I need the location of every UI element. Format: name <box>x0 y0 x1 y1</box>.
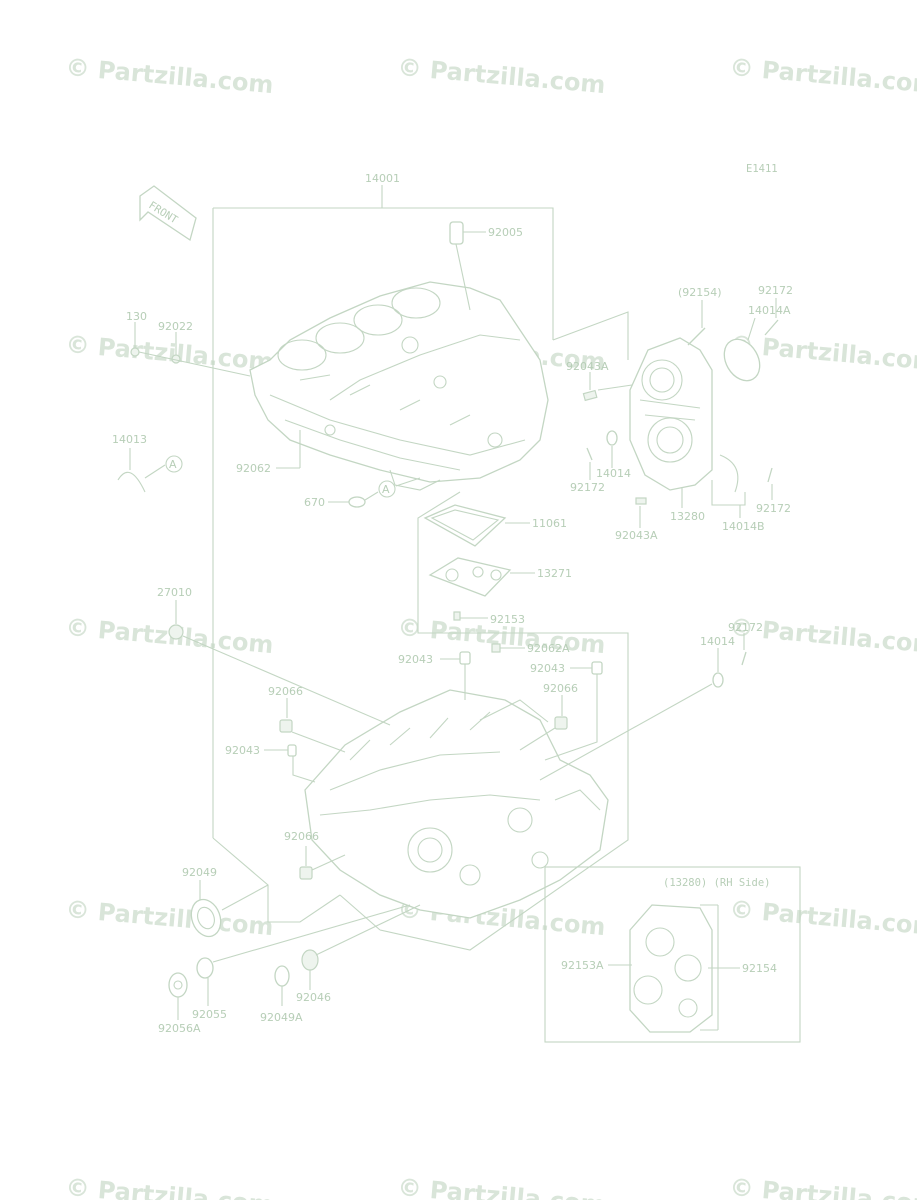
label-14001: 14001 <box>365 172 400 185</box>
label-27010: 27010 <box>157 586 192 599</box>
label-92066-c: 92066 <box>284 830 319 843</box>
ref-marker-a: A <box>169 458 177 471</box>
watermark: © Partzilla.com <box>728 895 917 941</box>
label-13271: 13271 <box>537 567 572 580</box>
label-14013: 14013 <box>112 433 147 446</box>
parts-lower-dowels: 92043 92062A 92043 92066 92066 92043 920… <box>225 642 603 880</box>
label-92154: 92154 <box>742 962 777 975</box>
label-92154-ref: (92154) <box>678 286 722 299</box>
lower-crankcase <box>304 689 609 919</box>
parts-cover-left: 92043A 14014 92172 92043A <box>566 360 658 542</box>
label-14014a: 14014A <box>748 304 791 317</box>
label-92153a: 92153A <box>561 959 604 972</box>
side-cover-13280: 13280 <box>629 337 713 523</box>
label-11061: 11061 <box>532 517 567 530</box>
front-arrow-icon: FRONT <box>139 185 197 242</box>
label-92062a: 92062A <box>527 642 570 655</box>
label-14014-c: 14014 <box>700 635 735 648</box>
label-92056a: 92056A <box>158 1022 201 1035</box>
label-92049a: 92049A <box>260 1011 303 1024</box>
label-92172-c: 92172 <box>756 502 791 515</box>
parts-bottom-left: 92049 92055 92056A 92049A 92046 <box>158 866 421 1035</box>
upper-crankcase <box>249 281 549 491</box>
part-92005: 92005 <box>449 221 523 311</box>
label-92022: 92022 <box>158 320 193 333</box>
watermark: © Partzilla.com <box>64 330 274 376</box>
parts-92062-670: 92062 670 A <box>236 430 421 509</box>
label-92172-d: 92172 <box>728 621 763 634</box>
parts-11061-13271-92153: 11061 13271 92153 <box>423 504 572 626</box>
watermark: © Partzilla.com <box>64 1173 274 1200</box>
label-92066-a: 92066 <box>268 685 303 698</box>
parts-14014b: 14014B 92172 <box>711 454 791 533</box>
label-92046: 92046 <box>296 991 331 1004</box>
label-14014: 14014 <box>596 467 631 480</box>
label-92153: 92153 <box>490 613 525 626</box>
inset-title: (13280) (RH Side) <box>663 877 770 889</box>
diagram-code: E1411 <box>746 163 778 175</box>
watermark: © Partzilla.com <box>396 53 606 99</box>
label-13280: 13280 <box>670 510 705 523</box>
label-92055: 92055 <box>192 1008 227 1021</box>
label-92043-b: 92043 <box>398 653 433 666</box>
parts-130-92022: 130 92022 <box>126 310 251 377</box>
assembly-bracket <box>212 185 629 951</box>
parts-lower-right: 14014 92172 <box>539 621 763 781</box>
ref-marker-a2: A <box>382 483 390 496</box>
label-92062: 92062 <box>236 462 271 475</box>
label-92049: 92049 <box>182 866 217 879</box>
parts-92154-14014a: (92154) 14014A 92172 <box>678 284 793 382</box>
label-92043a: 92043A <box>566 360 609 373</box>
watermark: © Partzilla.com <box>64 895 274 941</box>
watermark: © Partzilla.com <box>396 1173 606 1200</box>
watermark: © Partzilla.com <box>728 1173 917 1200</box>
label-670: 670 <box>304 496 325 509</box>
label-92172-b: 92172 <box>570 481 605 494</box>
label-92043a-2: 92043A <box>615 529 658 542</box>
label-130: 130 <box>126 310 147 323</box>
watermark: © Partzilla.com <box>64 613 274 659</box>
label-92005: 92005 <box>488 226 523 239</box>
label-92043-d: 92043 <box>225 744 260 757</box>
watermark: © Partzilla.com <box>64 53 274 99</box>
part-27010: 27010 <box>157 586 391 726</box>
watermark: © Partzilla.com <box>728 53 917 99</box>
label-92066-b: 92066 <box>543 682 578 695</box>
label-92172-a: 92172 <box>758 284 793 297</box>
watermark: © Partzilla.com <box>728 613 917 659</box>
part-14013: A 14013 <box>112 433 183 493</box>
inset-rh-side: (13280) (RH Side) 92154 92153A <box>544 866 801 1043</box>
label-14014b: 14014B <box>722 520 765 533</box>
label-92043-c: 92043 <box>530 662 565 675</box>
